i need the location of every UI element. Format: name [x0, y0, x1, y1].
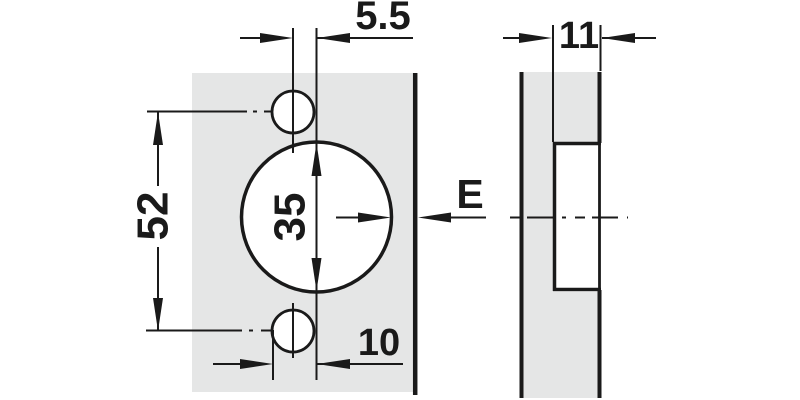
- arrowhead-right-icon: [358, 212, 391, 223]
- arrowhead-up-icon: [153, 112, 163, 145]
- arrowhead-right-icon: [240, 359, 273, 369]
- dimension-5-5: 5.5: [240, 0, 413, 43]
- dimension-52: 52: [129, 112, 178, 331]
- cup-offset-label: 5.5: [355, 0, 411, 38]
- dimension-10: 10: [213, 322, 403, 369]
- arrowhead-right-icon: [260, 33, 293, 43]
- arrowhead-left-icon: [418, 212, 451, 223]
- edge-reference: E: [418, 171, 486, 223]
- dimension-35: 35: [266, 143, 391, 291]
- hole-spacing-label: 52: [129, 192, 178, 241]
- arrowhead-down-icon: [153, 298, 163, 331]
- screw-hole-diameter-label: 10: [358, 322, 400, 364]
- arrowhead-down-icon: [311, 258, 322, 291]
- arrowhead-right-icon: [519, 33, 552, 43]
- side-view: 11: [503, 15, 656, 398]
- drilling-depth-label: 11: [559, 15, 599, 57]
- arrowhead-up-icon: [311, 143, 322, 176]
- edge-reference-label: E: [456, 171, 483, 217]
- dimension-11: 11: [503, 15, 656, 142]
- cup-diameter-label: 35: [266, 193, 315, 242]
- front-view: 5.5 52 35 10 E: [129, 0, 486, 395]
